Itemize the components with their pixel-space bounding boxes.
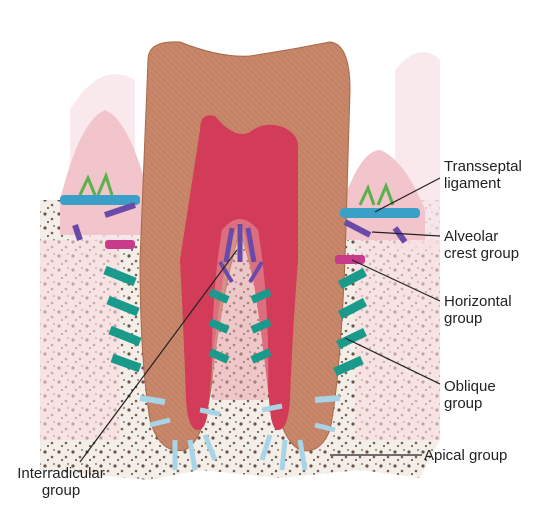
label-apical-group: Apical group bbox=[424, 447, 507, 464]
label-line: Interradicular bbox=[6, 465, 116, 482]
label-alveolar-crest-group: Alveolar crest group bbox=[444, 228, 519, 262]
label-line: Transseptal bbox=[444, 158, 522, 175]
label-line: Apical group bbox=[424, 447, 507, 464]
label-interradicular-group: Interradicular group bbox=[6, 465, 116, 499]
label-line: crest group bbox=[444, 245, 519, 262]
label-horizontal-group: Horizontal group bbox=[444, 293, 512, 327]
label-line: Alveolar bbox=[444, 228, 519, 245]
label-line: group bbox=[444, 395, 496, 412]
label-line: Oblique bbox=[444, 378, 496, 395]
label-line: group bbox=[444, 310, 512, 327]
label-line: Horizontal bbox=[444, 293, 512, 310]
label-oblique-group: Oblique group bbox=[444, 378, 496, 412]
label-line: ligament bbox=[444, 175, 522, 192]
tooth bbox=[140, 42, 350, 451]
label-line: group bbox=[6, 482, 116, 499]
label-transseptal-ligament: Transseptal ligament bbox=[444, 158, 522, 192]
